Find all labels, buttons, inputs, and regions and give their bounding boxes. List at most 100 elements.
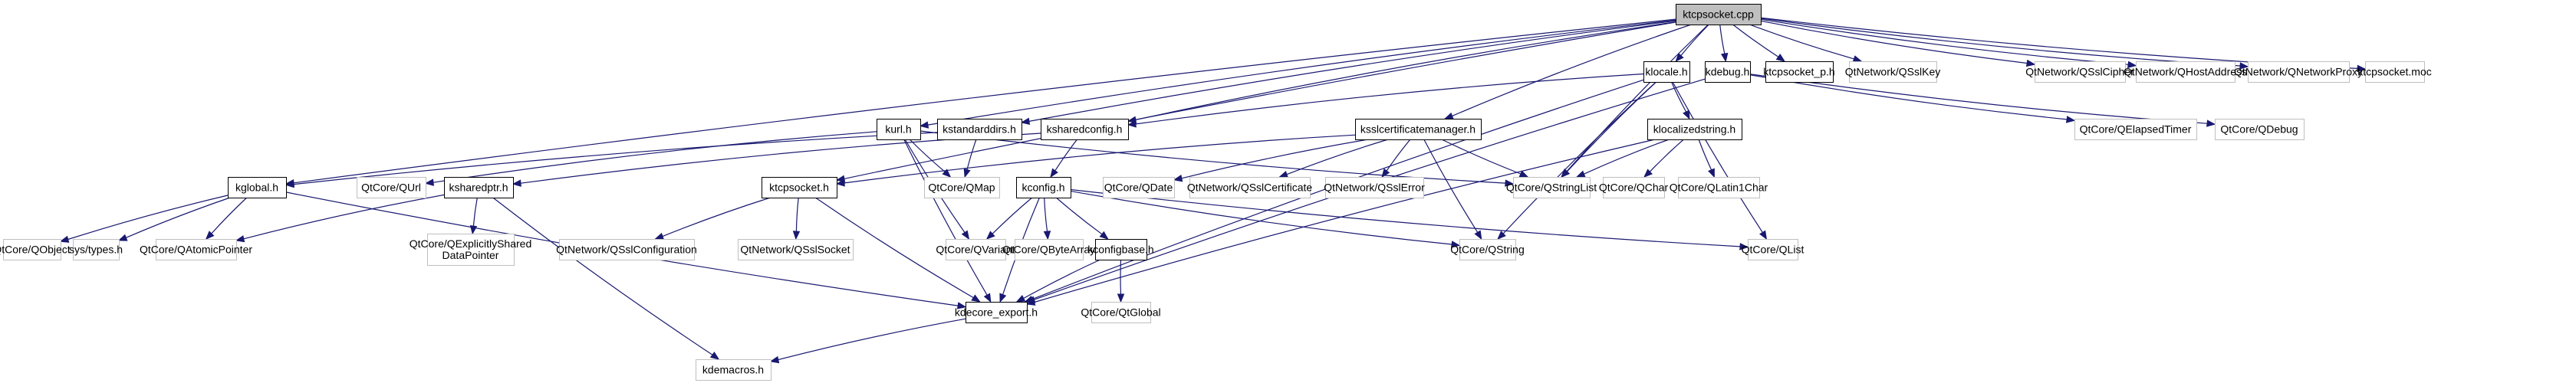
arrowhead-icon xyxy=(1381,168,1390,178)
node-label: ktcpsocket.cpp xyxy=(1683,8,1754,21)
arrowhead-icon xyxy=(985,231,995,240)
edge-line xyxy=(1423,139,1479,233)
node-box xyxy=(738,239,854,260)
node-box xyxy=(966,302,1028,323)
node-kconfig-h[interactable]: kconfig.h xyxy=(1016,177,1071,198)
node-ktcpsocket-h[interactable]: ktcpsocket.h xyxy=(762,177,837,198)
node-label: QtCore/QAtomicPointer xyxy=(140,244,252,256)
node-box xyxy=(1325,177,1424,198)
arrowhead-icon xyxy=(1050,168,1058,178)
arrowhead-icon xyxy=(2127,61,2137,68)
node-box xyxy=(2136,61,2235,83)
arrowhead-icon xyxy=(956,302,967,309)
edge-line xyxy=(992,197,1033,234)
arrowhead-icon xyxy=(1450,241,1461,248)
node-label: QtCore/QExplicitlyShared xyxy=(410,237,532,250)
edge-line xyxy=(211,197,248,234)
edge-line xyxy=(1760,18,2129,65)
arrowhead-icon xyxy=(835,179,845,187)
arrowhead-icon xyxy=(971,294,981,303)
edge-line xyxy=(433,131,877,183)
arrowhead-icon xyxy=(1739,243,1749,250)
node-qdate: QtCore/QDate xyxy=(1103,177,1175,198)
node-box xyxy=(73,239,120,260)
node-kstandarddirs-h[interactable]: kstandarddirs.h xyxy=(937,119,1022,140)
edge-line xyxy=(814,197,974,299)
node-qobject: QtCore/QObject xyxy=(0,239,71,260)
arrowhead-icon xyxy=(2065,116,2076,123)
node-ktcpsocket-cpp[interactable]: ktcpsocket.cpp xyxy=(1676,4,1762,25)
arrowhead-icon xyxy=(999,293,1007,303)
node-label: kconfigbase.h xyxy=(1087,244,1153,256)
node-qstring: QtCore/QString xyxy=(1450,239,1525,260)
node-label: ksharedconfig.h xyxy=(1047,123,1123,136)
node-box xyxy=(1678,177,1760,198)
edge-line xyxy=(1566,24,1709,172)
edge-line xyxy=(1070,188,1741,247)
node-klocalizedstring-h[interactable]: klocalizedstring.h xyxy=(1647,119,1742,140)
edge-ktcpsocket_h-to-kdecore_export_h xyxy=(814,197,981,303)
edge-line xyxy=(1055,197,1103,235)
arrowhead-icon xyxy=(919,121,929,129)
node-label: DataPointer xyxy=(442,249,499,261)
edge-ktcpsocket_h-to-qsslsocket xyxy=(792,197,801,241)
edge-line xyxy=(1135,73,1644,125)
arrowhead-icon xyxy=(235,235,245,243)
node-label: QtCore/QElapsedTimer xyxy=(2080,123,2192,136)
node-kdecore-export-h[interactable]: kdecore_export.h xyxy=(955,302,1038,323)
node-label: QtNetwork/QSslConfiguration xyxy=(556,244,697,256)
node-kconfigbase-h[interactable]: kconfigbase.h xyxy=(1087,239,1154,260)
node-ksharedptr-h[interactable]: ksharedptr.h xyxy=(444,177,514,198)
arrowhead-icon xyxy=(1561,169,1571,178)
node-qlist: QtCore/QList xyxy=(1742,239,1805,260)
edge-line xyxy=(1719,24,1726,54)
node-label: kglobal.h xyxy=(235,182,278,194)
node-label: QtCore/QList xyxy=(1742,244,1805,256)
node-label: kdemacros.h xyxy=(702,364,764,376)
arrowhead-icon xyxy=(942,169,952,178)
edge-kurl_h-to-qurl xyxy=(424,131,877,186)
node-ksslcertificatemanager-h[interactable]: ksslcertificatemanager.h xyxy=(1355,119,1482,140)
edge-klocale_h-to-qlist xyxy=(1672,81,1768,241)
arrowhead-icon xyxy=(1020,117,1031,126)
edge-kconfig_h-to-kconfigbase_h xyxy=(1055,197,1109,240)
arrowhead-icon xyxy=(983,293,992,303)
node-label: QtNetwork/QSslSocket xyxy=(740,244,850,256)
node-ktcpsocket-p-h[interactable]: ktcpsocket_p.h xyxy=(1763,61,1835,83)
arrowhead-icon xyxy=(1015,295,1026,303)
node-label: kconfig.h xyxy=(1022,182,1064,194)
edge-ksslcertificatemanager_h-to-qstringlist xyxy=(1441,139,1529,178)
edge-kglobal_h-to-qatomicpointer xyxy=(205,197,248,240)
node-kdebug-h[interactable]: kdebug.h xyxy=(1705,61,1751,83)
edge-line xyxy=(492,197,713,355)
node-label: QtNetwork/QSslCipher xyxy=(2025,66,2134,78)
node-label: QtCore/QLatin1Char xyxy=(1670,182,1768,194)
node-label: QtCore/QString xyxy=(1450,244,1524,256)
node-label: QtNetwork/QSslCertificate xyxy=(1187,182,1313,194)
arrowhead-icon xyxy=(1759,230,1768,241)
node-kurl-h[interactable]: kurl.h xyxy=(877,119,921,140)
node-ksharedconfig-h[interactable]: ksharedconfig.h xyxy=(1041,119,1129,140)
edge-ktcpsocket_cpp-to-klocale_h xyxy=(1675,24,1709,63)
node-box xyxy=(1603,177,1665,198)
node-label: ktcpsocket.h xyxy=(769,182,829,194)
node-box xyxy=(877,119,921,140)
arrowhead-icon xyxy=(285,180,294,188)
node-klocale-h[interactable]: klocale.h xyxy=(1643,61,1690,83)
node-box xyxy=(3,239,61,260)
edge-klocale_h-to-qstringlist xyxy=(1561,81,1657,178)
node-qsslcipher: QtNetwork/QSslCipher xyxy=(2025,61,2134,83)
edge-kstandarddirs_h-to-qmap xyxy=(963,139,977,178)
node-label: klocale.h xyxy=(1645,66,1687,78)
edge-ktcpsocket_cpp-to-kdebug_h xyxy=(1719,24,1729,63)
edge-ksslcertificatemanager_h-to-ktcpsocket_h xyxy=(835,134,1356,187)
arrowhead-icon xyxy=(1474,230,1482,241)
edge-klocale_h-to-klocalizedstring_h xyxy=(1671,81,1690,120)
node-label: QtCore/QStringList xyxy=(1506,182,1597,194)
arrowhead-icon xyxy=(512,179,521,187)
node-qchar: QtCore/QChar xyxy=(1599,177,1668,198)
node-kglobal-h[interactable]: kglobal.h xyxy=(228,177,287,198)
edge-line xyxy=(795,197,799,232)
